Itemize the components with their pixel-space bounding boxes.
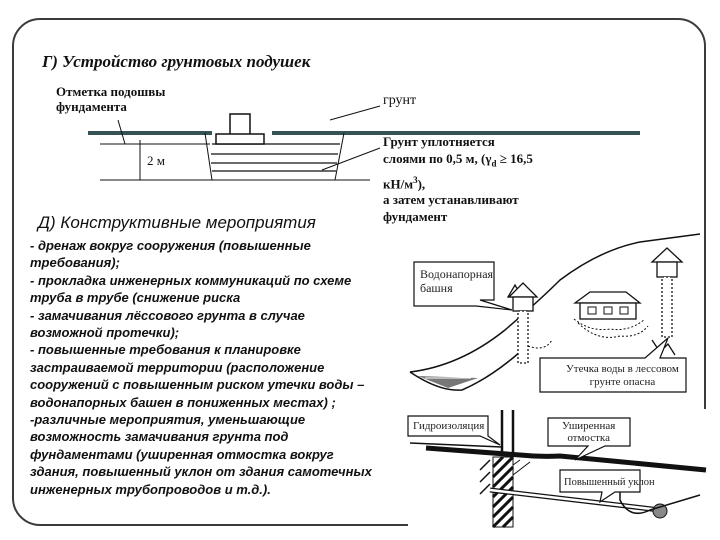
list-line: инженерных трубопроводов и т.д.). [30, 481, 271, 497]
sloped-pipe [489, 487, 668, 519]
list-line: водонапорных башен в пониженных местах) … [30, 394, 336, 410]
note-compaction: Грунт уплотняется слоями по 0,5 м, (γd ≥… [383, 134, 533, 224]
list-line: труба в трубе (снижение риска [30, 290, 241, 306]
list-line: - дренаж вокруг сооружения (повышенные [30, 238, 311, 253]
callout-increased-slope: Повышенный уклон [564, 477, 655, 488]
callout-wide-apron: Уширенная отмостка [562, 420, 616, 444]
list-line: - повышенные требования к планировке [30, 342, 301, 358]
callout-waterproofing: Гидроизоляция [413, 420, 485, 432]
label-foundation-base: Отметка подошвы фундамента [56, 84, 166, 114]
label-depth: 2 м [147, 153, 165, 168]
measures-list: - дренаж вокруг сооружения (повышенные т… [30, 237, 405, 498]
heading-ground-cushions: Г) Устройство грунтовых подушек [42, 52, 311, 71]
list-line: возможной протечки); [30, 325, 180, 341]
water-pool [418, 376, 478, 388]
tower-left-icon [506, 282, 539, 364]
list-line: - замачивания лёссового грунта в случае [30, 307, 305, 323]
house-icon [573, 291, 649, 338]
list-line: сооружений с повышенным риском утечки во… [30, 377, 365, 393]
callout-water-leak: Утечка воды в лессовом грунте опасна [566, 363, 679, 388]
list-line: -различные мероприятия, уменьшающие [30, 412, 306, 428]
section-title-constructive: Д) Конструктивные мероприятия [38, 213, 316, 232]
list-line: фундаментами (уширенная отмостка вокруг [30, 446, 334, 462]
list-line: требования); [30, 255, 120, 271]
tower-right-icon [650, 247, 684, 338]
list-line: здания, повышенный уклон от здания самот… [30, 464, 372, 480]
list-line: возможность замачивания грунта под [30, 429, 289, 445]
list-line: застраиваемой территории (расположение [30, 359, 325, 375]
list-line: - прокладка инженерных коммуникаций по с… [30, 272, 352, 288]
label-soil: грунт [383, 93, 417, 108]
callout-water-tower: Водонапорная башня [420, 267, 494, 295]
